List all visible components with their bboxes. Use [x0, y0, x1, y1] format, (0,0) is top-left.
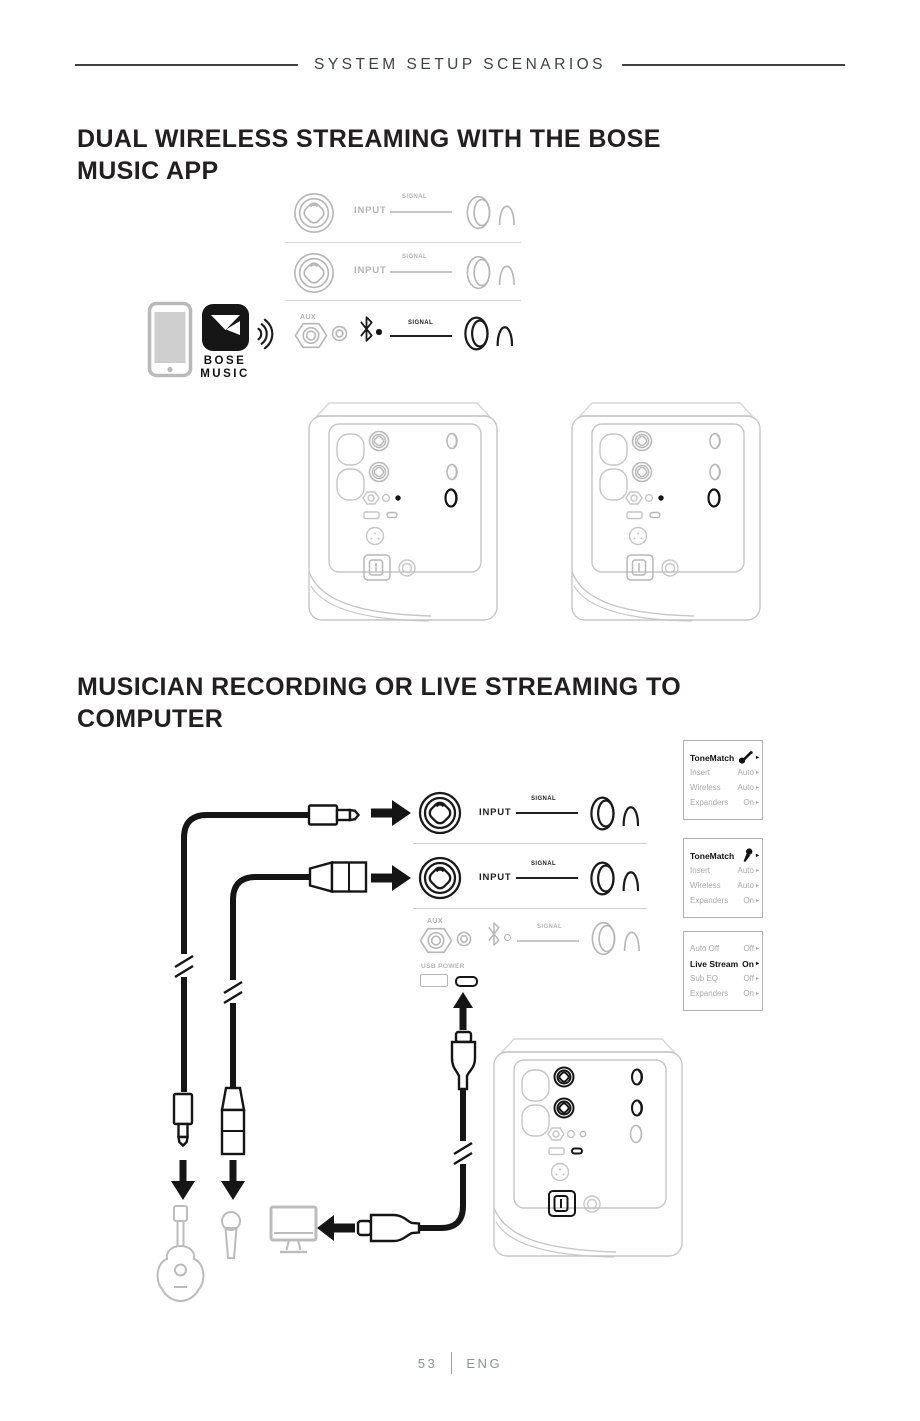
- menu-label: ToneMatch: [690, 752, 735, 763]
- aux-label: AUX: [427, 918, 443, 925]
- quarter-inch-plug-icon: [172, 1092, 194, 1148]
- signal-label: SIGNAL: [402, 194, 428, 200]
- xlr-plug-icon: [220, 1086, 246, 1156]
- arrow-down-icon: [171, 1160, 245, 1200]
- signal-line: [516, 812, 578, 814]
- usb-power-label: USB POWER: [421, 963, 465, 970]
- computer-icon: [269, 1205, 318, 1254]
- microphone-icon: [743, 848, 753, 862]
- phone-icon: [147, 301, 193, 378]
- strip-divider: [285, 300, 521, 301]
- channel-strip-input-2-active: INPUT SIGNAL: [371, 855, 641, 907]
- strip-divider: [413, 908, 647, 909]
- signal-line: [517, 940, 579, 942]
- usb-c-connector-icon: [450, 1030, 477, 1091]
- signal-label: SIGNAL: [408, 320, 434, 326]
- bluetooth-pair-dot: [376, 329, 382, 335]
- signal-line: [390, 211, 452, 213]
- guitar-icon: [156, 1205, 205, 1303]
- bose-music-app-icon: [202, 304, 249, 351]
- input-label: INPUT: [479, 872, 512, 883]
- usb-a-port: [420, 974, 448, 987]
- page-number: 53: [417, 1355, 438, 1371]
- usb-c-plug-icon: [356, 1213, 421, 1243]
- usb-c-port: [455, 976, 478, 987]
- section2-title: MUSICIAN RECORDING OR LIVE STREAMING TO …: [77, 673, 682, 733]
- cable-break-mark: [174, 954, 473, 1166]
- bose-music-wordmark: BOSE MUSIC: [190, 355, 260, 381]
- menu-arrow: ▸: [755, 754, 759, 761]
- strip-divider: [285, 242, 521, 243]
- bluetooth-pair-dot: [504, 934, 511, 941]
- aux-label: AUX: [300, 314, 316, 321]
- channel-strip-input-1-active: INPUT SIGNAL: [371, 790, 641, 842]
- footer-divider: [451, 1352, 453, 1374]
- input-label: INPUT: [354, 205, 387, 216]
- signal-label: SIGNAL: [402, 254, 428, 260]
- header-rule-right: [622, 64, 846, 66]
- strip-divider: [413, 843, 647, 844]
- arrow-left-icon: [317, 1215, 355, 1241]
- menu-row-tonematch: ToneMatch ▸: [690, 750, 759, 765]
- signal-line: [390, 335, 452, 337]
- bose-word: BOSE: [203, 355, 247, 367]
- arrow-right-icon: [371, 800, 411, 826]
- arrow-right-icon: [371, 865, 411, 891]
- cable-line: [181, 812, 466, 1231]
- signal-line: [390, 271, 452, 273]
- header-rule-left: [75, 64, 298, 66]
- page-header: SYSTEM SETUP SCENARIOS: [75, 56, 846, 74]
- menu-label: ToneMatch: [690, 850, 735, 861]
- signal-line: [516, 877, 578, 879]
- menu-row-tonematch: ToneMatch ▸: [690, 848, 759, 863]
- guitar-icon: [738, 751, 753, 764]
- language-code: ENG: [466, 1355, 503, 1371]
- microphone-icon: [221, 1211, 241, 1259]
- section1-title: DUAL WIRELESS STREAMING WITH THE BOSE MU…: [77, 125, 661, 185]
- arrow-up-icon: [453, 992, 473, 1030]
- page-header-title: SYSTEM SETUP SCENARIOS: [313, 56, 607, 73]
- signal-label: SIGNAL: [531, 861, 557, 867]
- quarter-inch-plug-icon: [307, 804, 361, 826]
- xlr-plug-icon: [308, 860, 368, 894]
- signal-label: SIGNAL: [537, 924, 563, 930]
- menu-arrow: ▸: [755, 852, 759, 859]
- signal-label: SIGNAL: [531, 796, 557, 802]
- page-footer: 53 ENG: [0, 1352, 920, 1374]
- input-label: INPUT: [354, 265, 387, 276]
- music-word: MUSIC: [200, 368, 250, 380]
- input-label: INPUT: [479, 807, 512, 818]
